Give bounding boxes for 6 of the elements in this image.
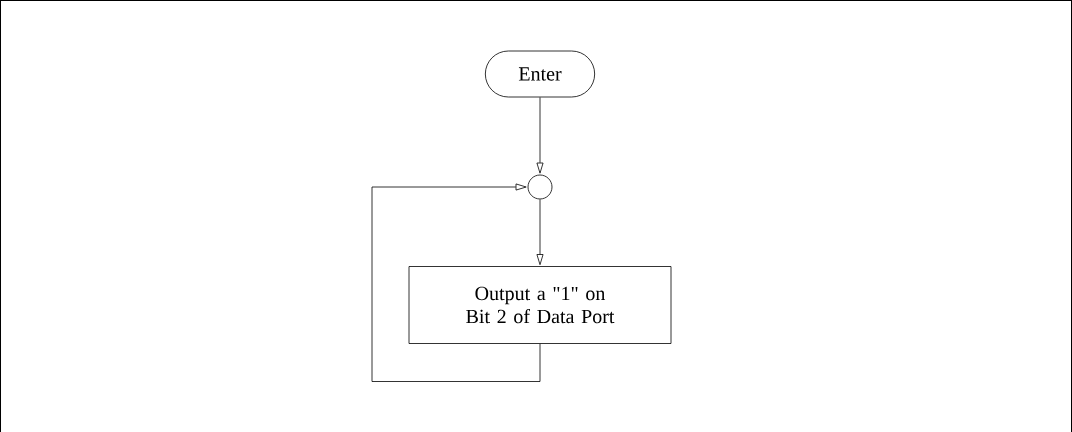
- arrow: [536, 199, 544, 266]
- start-terminal: Enter: [484, 50, 596, 98]
- arrow: [536, 97, 544, 174]
- arrow: [371, 183, 541, 382]
- process-box: Output a "1" on Bit 2 of Data Port: [408, 266, 672, 344]
- connector-circle: [527, 174, 553, 200]
